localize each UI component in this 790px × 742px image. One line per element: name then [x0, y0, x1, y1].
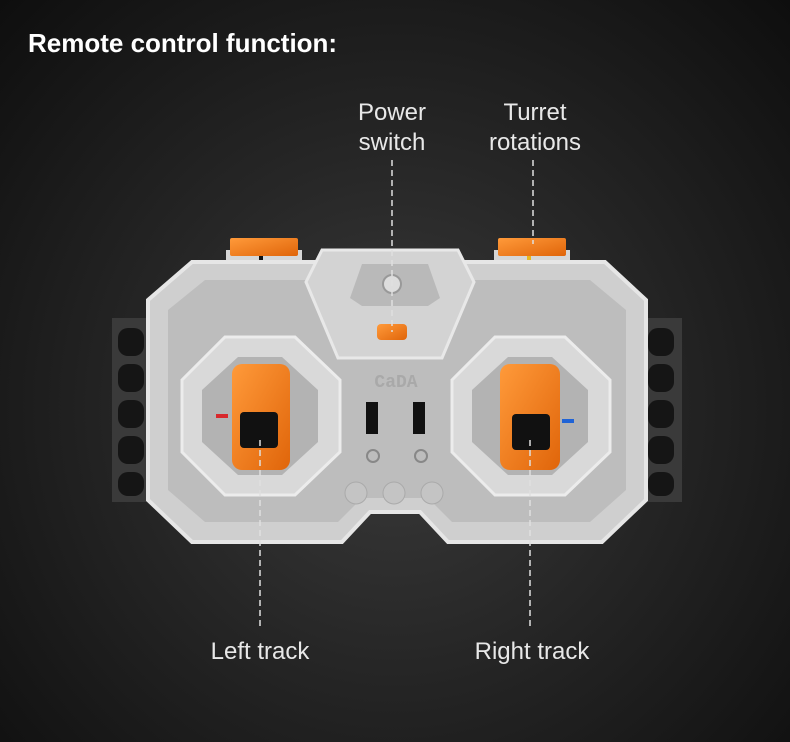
turret-rotations-label: Turret rotations — [435, 98, 635, 158]
right-rotate-icon — [414, 449, 428, 463]
page-title: Remote control function: — [28, 28, 338, 58]
function-button[interactable] — [420, 481, 444, 505]
left-trim-switch[interactable] — [366, 402, 378, 434]
turret-label-line1: Turret — [503, 99, 567, 126]
left-track-label: Left track — [210, 638, 310, 665]
right-track-label: Right track — [474, 638, 590, 665]
power-switch-label: Power switch — [292, 98, 492, 158]
right-joystick[interactable] — [450, 335, 612, 497]
function-button[interactable] — [382, 481, 406, 505]
left-joystick[interactable] — [180, 335, 342, 497]
turret-label-line2: rotations — [488, 129, 582, 156]
right-trim-switch[interactable] — [413, 402, 425, 434]
power-switch-label-line2: switch — [358, 129, 426, 156]
function-button[interactable] — [344, 481, 368, 505]
power-switch-label-line1: Power — [357, 99, 427, 126]
left-side-connector — [112, 318, 152, 502]
left-rotate-icon — [366, 449, 380, 463]
brand-logo: CaDA — [374, 373, 417, 393]
